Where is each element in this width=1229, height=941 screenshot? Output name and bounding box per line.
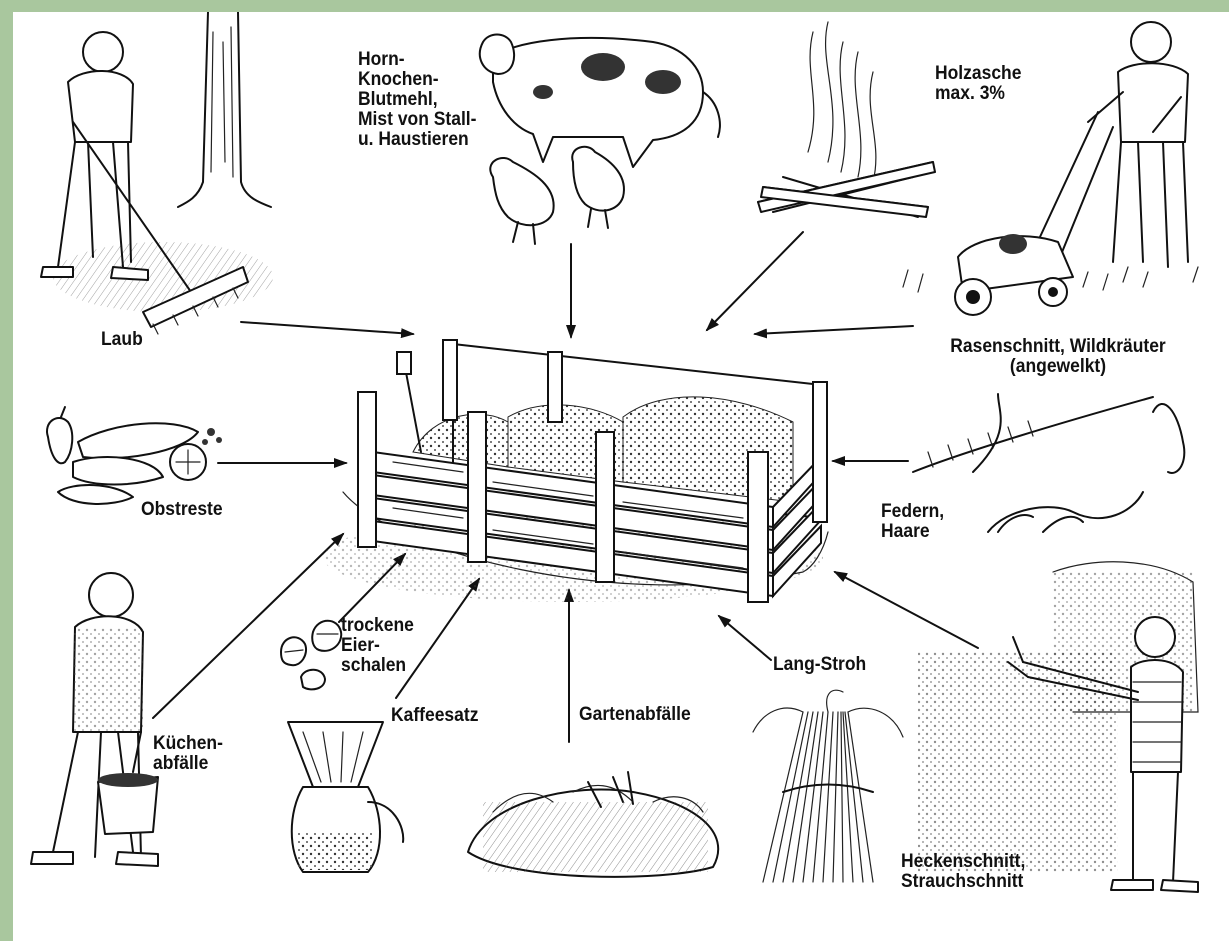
label-kaffeesatz: Kaffeesatz [391, 706, 478, 726]
label-gartenabfaelle: Gartenabfälle [579, 705, 691, 725]
label-eierschalen: trockene Eier- schalen [341, 616, 414, 676]
label-holzasche: Holzasche max. 3% [935, 64, 1021, 104]
label-obstreste: Obstreste [141, 500, 223, 520]
label-federn-haare: Federn, Haare [881, 502, 944, 542]
hedge-trimming-illustration [918, 562, 1198, 892]
fire-illustration [758, 22, 935, 217]
label-heckenschnitt: Heckenschnitt, Strauchschnitt [901, 852, 1025, 892]
label-lang-stroh: Lang-Stroh [773, 655, 866, 675]
arrow-kuechen [153, 534, 343, 718]
label-laub: Laub [101, 330, 143, 350]
label-kuechenabfaelle: Küchen- abfälle [153, 734, 223, 774]
arrow-rasen [755, 326, 913, 334]
diagram-drawing [13, 12, 1229, 941]
diagram-canvas: Laub Horn- Knochen- Blutmehl, Mist von S… [13, 12, 1229, 941]
coffee-filter-illustration [288, 722, 403, 872]
arrow-holzasche [707, 232, 803, 330]
raking-person-illustration [41, 12, 273, 334]
bucket-person-illustration [31, 573, 158, 866]
straw-bundle-illustration [753, 690, 903, 882]
eggshells-illustration [281, 621, 341, 690]
feathers-illustration [913, 394, 1184, 532]
compost-bin-illustration [323, 340, 828, 602]
garden-waste-illustration [468, 772, 718, 877]
label-rasenschnitt: Rasenschnitt, Wildkräuter (angewelkt) [911, 337, 1205, 377]
arrow-laub [241, 322, 413, 334]
arrow-stroh [719, 616, 771, 660]
cow-chickens-illustration [480, 35, 720, 245]
fruit-scraps-illustration [47, 407, 222, 504]
arrow-hecke [835, 572, 978, 648]
label-horn-knochen-blutmehl: Horn- Knochen- Blutmehl, Mist von Stall-… [358, 50, 476, 150]
